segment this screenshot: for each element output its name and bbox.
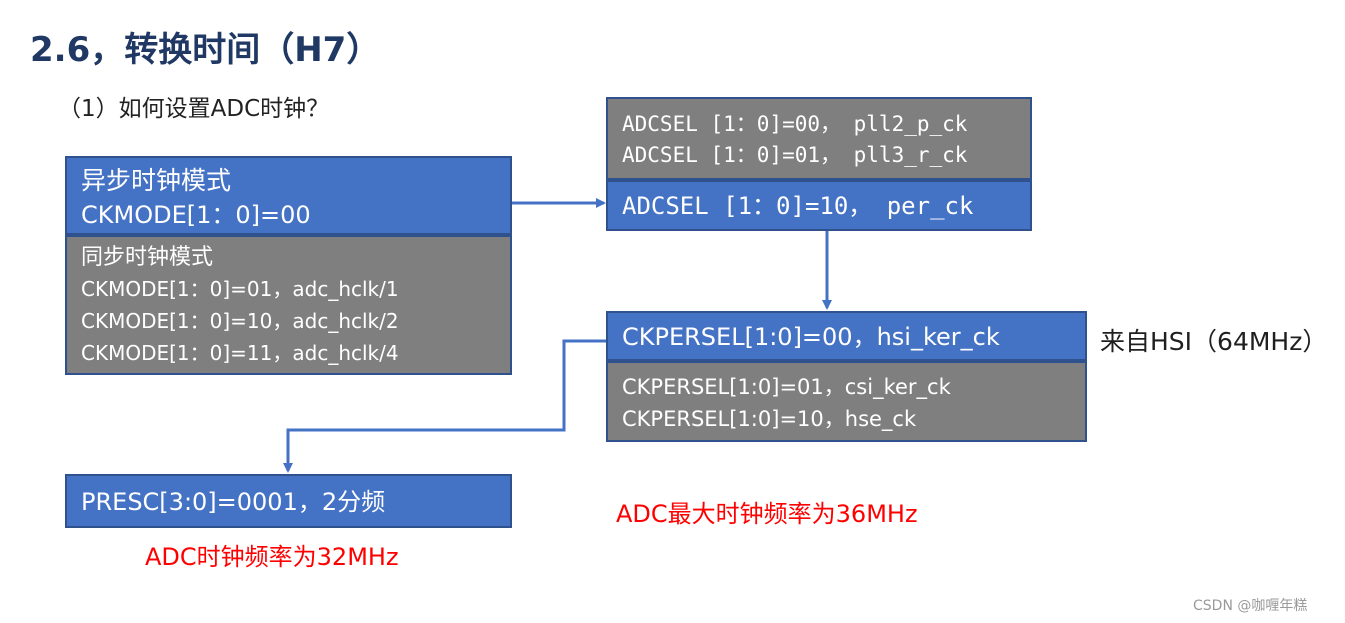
adc-max-frequency-note: ADC最大时钟频率为36MHz bbox=[616, 500, 918, 528]
watermark: CSDN @咖喱年糕 bbox=[1193, 598, 1308, 614]
adcsel-selected-box: ADCSEL [1：0]=10， per_ck bbox=[606, 180, 1032, 231]
async-mode-heading: 异步时钟模式 bbox=[81, 166, 232, 195]
hsi-source-note: 来自HSI（64MHz） bbox=[1100, 327, 1328, 356]
async-mode-setting: CKMODE[1：0]=00 bbox=[81, 201, 311, 229]
sync-mode-heading: 同步时钟模式 bbox=[81, 245, 214, 270]
sync-clock-mode-box: 同步时钟模式 CKMODE[1：0]=01，adc_hclk/1 CKMODE[… bbox=[65, 235, 512, 375]
sync-mode-option: CKMODE[1：0]=10，adc_hclk/2 bbox=[81, 309, 399, 333]
adcsel-other-options-box: ADCSEL [1：0]=00， pll2_p_ck ADCSEL [1：0]=… bbox=[606, 97, 1032, 180]
ckpersel-selected-box: CKPERSEL[1:0]=00，hsi_ker_ck bbox=[606, 311, 1087, 361]
ckpersel-selected-option: CKPERSEL[1:0]=00，hsi_ker_ck bbox=[622, 323, 1000, 351]
ckpersel-option: CKPERSEL[1:0]=10，hse_ck bbox=[622, 407, 917, 431]
sync-mode-option: CKMODE[1：0]=01，adc_hclk/1 bbox=[81, 277, 399, 301]
prescaler-box: PRESC[3:0]=0001，2分频 bbox=[65, 474, 512, 528]
subtitle: （1）如何设置ADC时钟？ bbox=[58, 96, 330, 122]
slide-title: 2.6，转换时间（H7） bbox=[30, 30, 381, 70]
adcsel-option: ADCSEL [1：0]=01， pll3_r_ck bbox=[622, 143, 968, 167]
adcsel-option: ADCSEL [1：0]=00， pll2_p_ck bbox=[622, 112, 968, 136]
adcsel-selected-option: ADCSEL [1：0]=10， per_ck bbox=[622, 192, 974, 220]
ckpersel-other-options-box: CKPERSEL[1:0]=01，csi_ker_ck CKPERSEL[1:0… bbox=[606, 361, 1087, 442]
prescaler-setting: PRESC[3:0]=0001，2分频 bbox=[81, 488, 386, 516]
async-clock-mode-box: 异步时钟模式 CKMODE[1：0]=00 bbox=[65, 156, 512, 235]
ckpersel-option: CKPERSEL[1:0]=01，csi_ker_ck bbox=[622, 375, 951, 399]
ckpersel-to-presc-arrow bbox=[283, 339, 606, 473]
adc-clock-frequency-note: ADC时钟频率为32MHz bbox=[145, 543, 399, 571]
sync-mode-option: CKMODE[1：0]=11，adc_hclk/4 bbox=[81, 341, 399, 365]
